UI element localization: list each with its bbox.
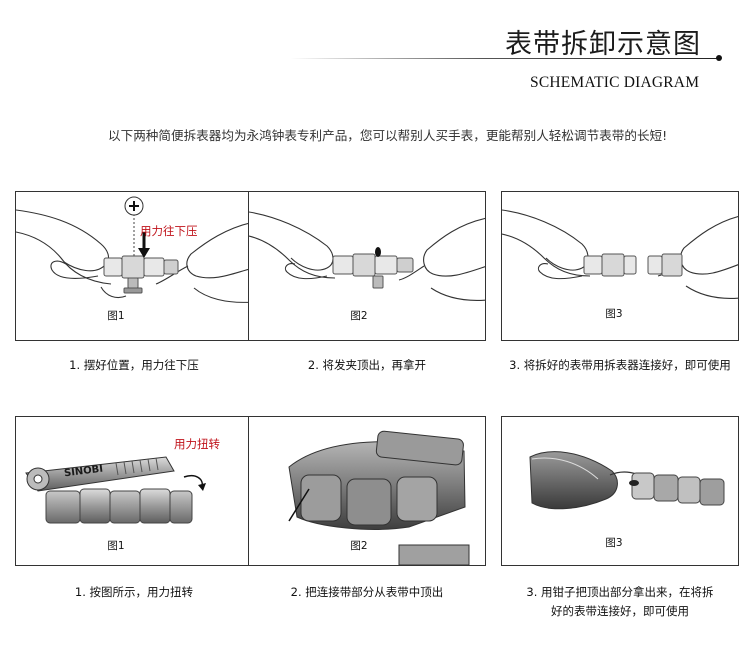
caption-row2-step3-line1: 3. 用钳子把顶出部分拿出来，在将拆 (526, 585, 714, 599)
caption-row1-step1: 1. 摆好位置，用力往下压 (69, 358, 199, 372)
panel-row1-step1: 用力往下压 图1 (15, 191, 253, 341)
panel-row1-step3: 图3 (501, 191, 739, 341)
instruction-twist-note: 用力扭转 (174, 437, 220, 451)
illustration-push-pin (249, 211, 485, 301)
caption-row2-step1: 1. 按图所示，用力扭转 (74, 585, 194, 599)
instruction-press-note: 用力往下压 (140, 224, 198, 238)
figure-label: 图3 (605, 308, 623, 320)
figure-label: 图1 (107, 540, 125, 552)
figure-label: 图2 (350, 310, 368, 322)
figure-label: 图3 (605, 537, 623, 549)
panel-row2-step2: 图2 (248, 416, 486, 566)
illustration-pliers-remove (529, 451, 725, 510)
illustration-separated-band (502, 209, 738, 299)
caption-row2-step3: 3. 用钳子把顶出部分拿出来，在将拆 好的表带连接好，即可使用 (496, 583, 744, 621)
title-divider (290, 58, 720, 59)
page-title: 表带拆卸示意图 (505, 29, 701, 60)
caption-row2-step3-line2: 好的表带连接好，即可使用 (551, 604, 689, 618)
figure-label: 图2 (350, 540, 368, 552)
figure-label: 图1 (107, 310, 125, 322)
illustration-push-out-link (288, 430, 470, 565)
panel-row2-step3: 图3 (501, 416, 739, 566)
intro-text: 以下两种简便拆表器均为永鸿钟表专利产品，您可以帮别人买手表，更能帮别人轻松调节表… (108, 128, 668, 143)
illustration-twist-tool (25, 456, 206, 524)
page-subtitle: SCHEMATIC DIAGRAM (530, 74, 700, 91)
panel-row1-step2: 图2 (248, 191, 486, 341)
caption-row2-step2: 2. 把连接带部分从表带中顶出 (290, 585, 444, 599)
caption-row1-step3: 3. 将拆好的表带用拆表器连接好，即可使用 (509, 358, 731, 372)
illustration-press-down (16, 196, 252, 303)
title-divider-dot (716, 55, 722, 61)
panel-row2-step1: 用力扭转 SINOBI 图1 (15, 416, 253, 566)
caption-row1-step2: 2. 将发夹顶出，再拿开 (307, 358, 427, 372)
